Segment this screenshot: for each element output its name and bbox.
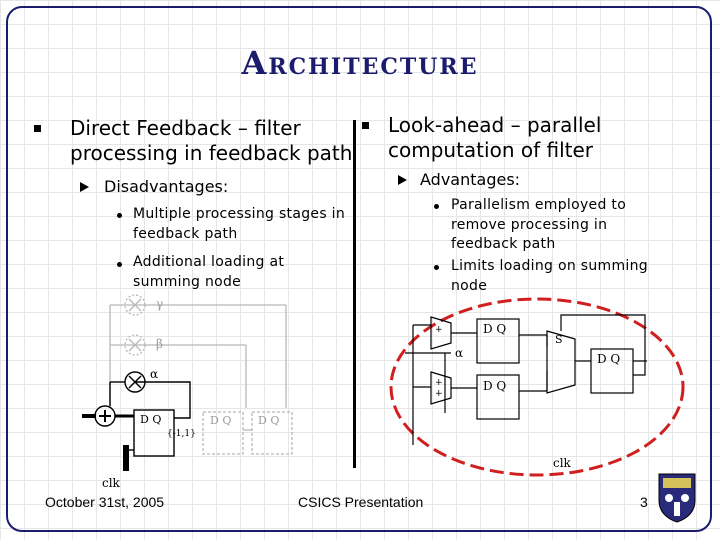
crest-icon <box>658 473 696 523</box>
dot-bullet-icon <box>434 204 439 209</box>
left-heading-line-1: Direct Feedback – filter <box>70 116 301 140</box>
active-path <box>82 371 191 460</box>
slide-title: Architecture <box>241 44 479 82</box>
dot-bullet-icon <box>117 213 122 218</box>
left-item-1: Multiple processing stages in feedback p… <box>133 205 345 244</box>
left-item-2-line-2: summing node <box>133 273 242 290</box>
alpha-label-right: α <box>455 346 463 360</box>
right-item-1-line-2: remove processing in <box>451 216 608 233</box>
left-item-1-line-1: Multiple processing stages in <box>133 206 346 222</box>
s-label: S <box>555 333 563 346</box>
dq-top: D Q <box>483 322 506 336</box>
bullet-square <box>34 125 41 132</box>
right-item-2: Limits loading on summing node <box>451 257 648 296</box>
dot-bullet-icon <box>434 265 439 270</box>
column-divider <box>353 120 356 468</box>
left-item-2: Additional loading at summing node <box>133 253 284 292</box>
left-subheading: Disadvantages: <box>104 177 229 196</box>
right-subheading: Advantages: <box>420 170 521 189</box>
right-item-1-line-3: feedback path <box>451 236 556 252</box>
beta-label: β <box>156 337 163 351</box>
dq-active: D Q <box>140 413 161 426</box>
right-heading-line-2: computation of filter <box>388 138 594 162</box>
triangle-bullet-icon <box>398 175 407 185</box>
plus-sign: + <box>435 389 443 399</box>
right-item-2-line-2: node <box>451 277 488 294</box>
gamma-label: γ <box>156 297 163 311</box>
right-item-1-line-1: Parallelism employed to <box>451 197 627 213</box>
slide-frame <box>6 6 712 532</box>
dq-faded-1: D Q <box>210 414 231 427</box>
look-ahead-diagram: + + + D Q D Q S D Q α clk <box>389 297 685 477</box>
left-heading: Direct Feedback – filter processing in f… <box>70 116 352 166</box>
clk-label-left: clk <box>102 476 121 490</box>
footer-page-number: 3 <box>640 494 648 510</box>
right-heading: Look-ahead – parallel computation of fil… <box>388 113 601 163</box>
alpha-label: α <box>150 367 158 381</box>
right-heading-line-1: Look-ahead – parallel <box>388 113 602 137</box>
dot-bullet-icon <box>117 262 122 267</box>
triangle-bullet-icon <box>80 182 89 192</box>
bullet-square <box>362 122 369 129</box>
left-item-1-line-2: feedback path <box>133 225 238 242</box>
footer-date: October 31st, 2005 <box>45 494 165 510</box>
direct-feedback-diagram: γ β D Q D Q α D Q {-1,1} clk <box>82 294 293 490</box>
right-item-1: Parallelism employed to remove processin… <box>451 196 626 255</box>
range-label: {-1,1} <box>167 429 196 439</box>
dq-output: D Q <box>597 352 620 366</box>
clk-label-right: clk <box>553 456 572 470</box>
right-item-2-line-1: Limits loading on summing <box>451 258 648 274</box>
left-item-2-line-1: Additional loading at <box>133 254 285 270</box>
plus-sign: + <box>435 325 443 335</box>
highlight-ellipse <box>389 297 685 477</box>
dq-bottom: D Q <box>483 379 506 393</box>
left-heading-line-2: processing in feedback path <box>70 141 353 165</box>
faded-taps <box>109 294 293 455</box>
plus-sign: + <box>435 378 443 388</box>
dq-faded-2: D Q <box>258 414 279 427</box>
footer-center: CSICS Presentation <box>298 494 424 510</box>
